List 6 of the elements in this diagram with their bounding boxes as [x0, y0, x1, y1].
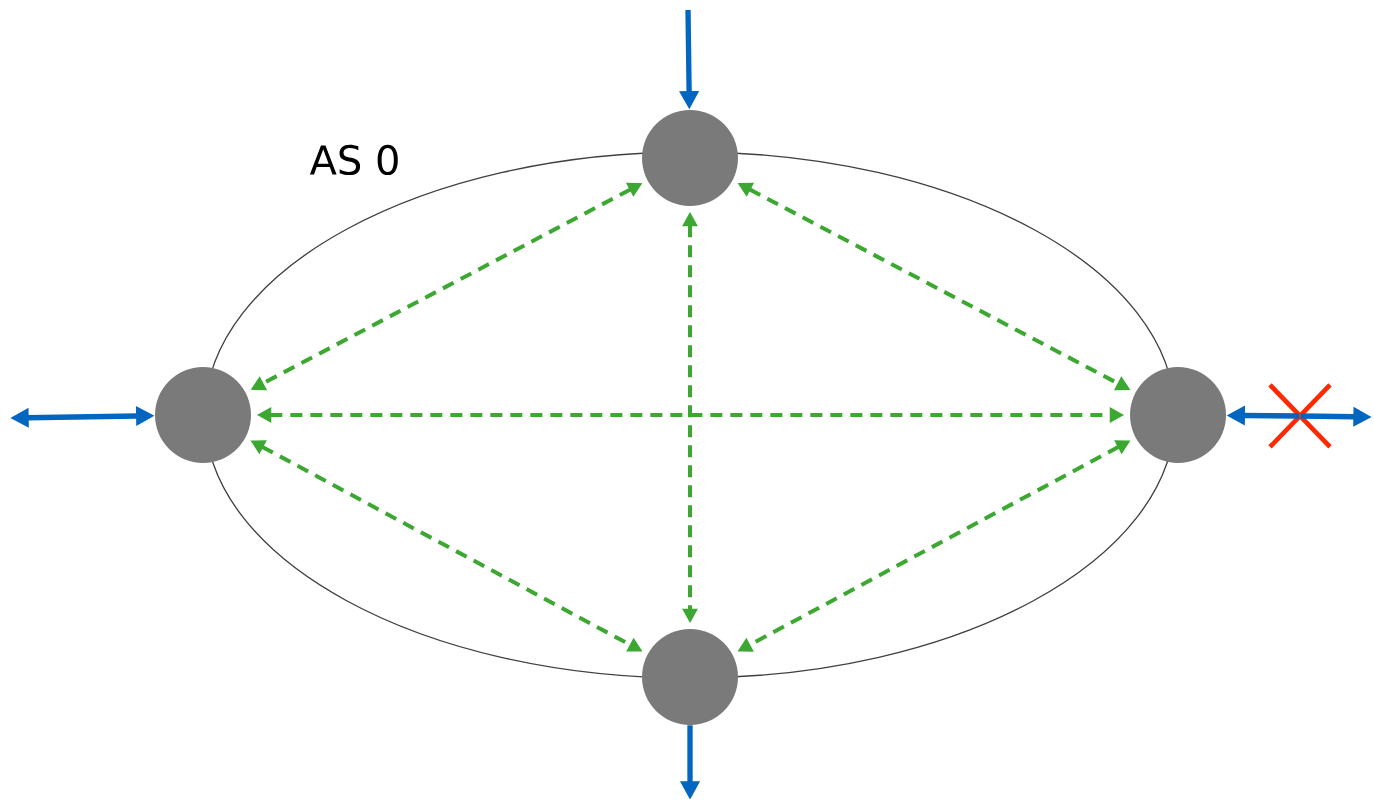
cross-mark — [1267, 382, 1333, 450]
router-circle — [642, 629, 738, 725]
router-circle — [1130, 367, 1226, 463]
router-circle — [642, 110, 738, 206]
router-circle — [155, 367, 251, 463]
region-label: AS 0 — [309, 144, 398, 176]
